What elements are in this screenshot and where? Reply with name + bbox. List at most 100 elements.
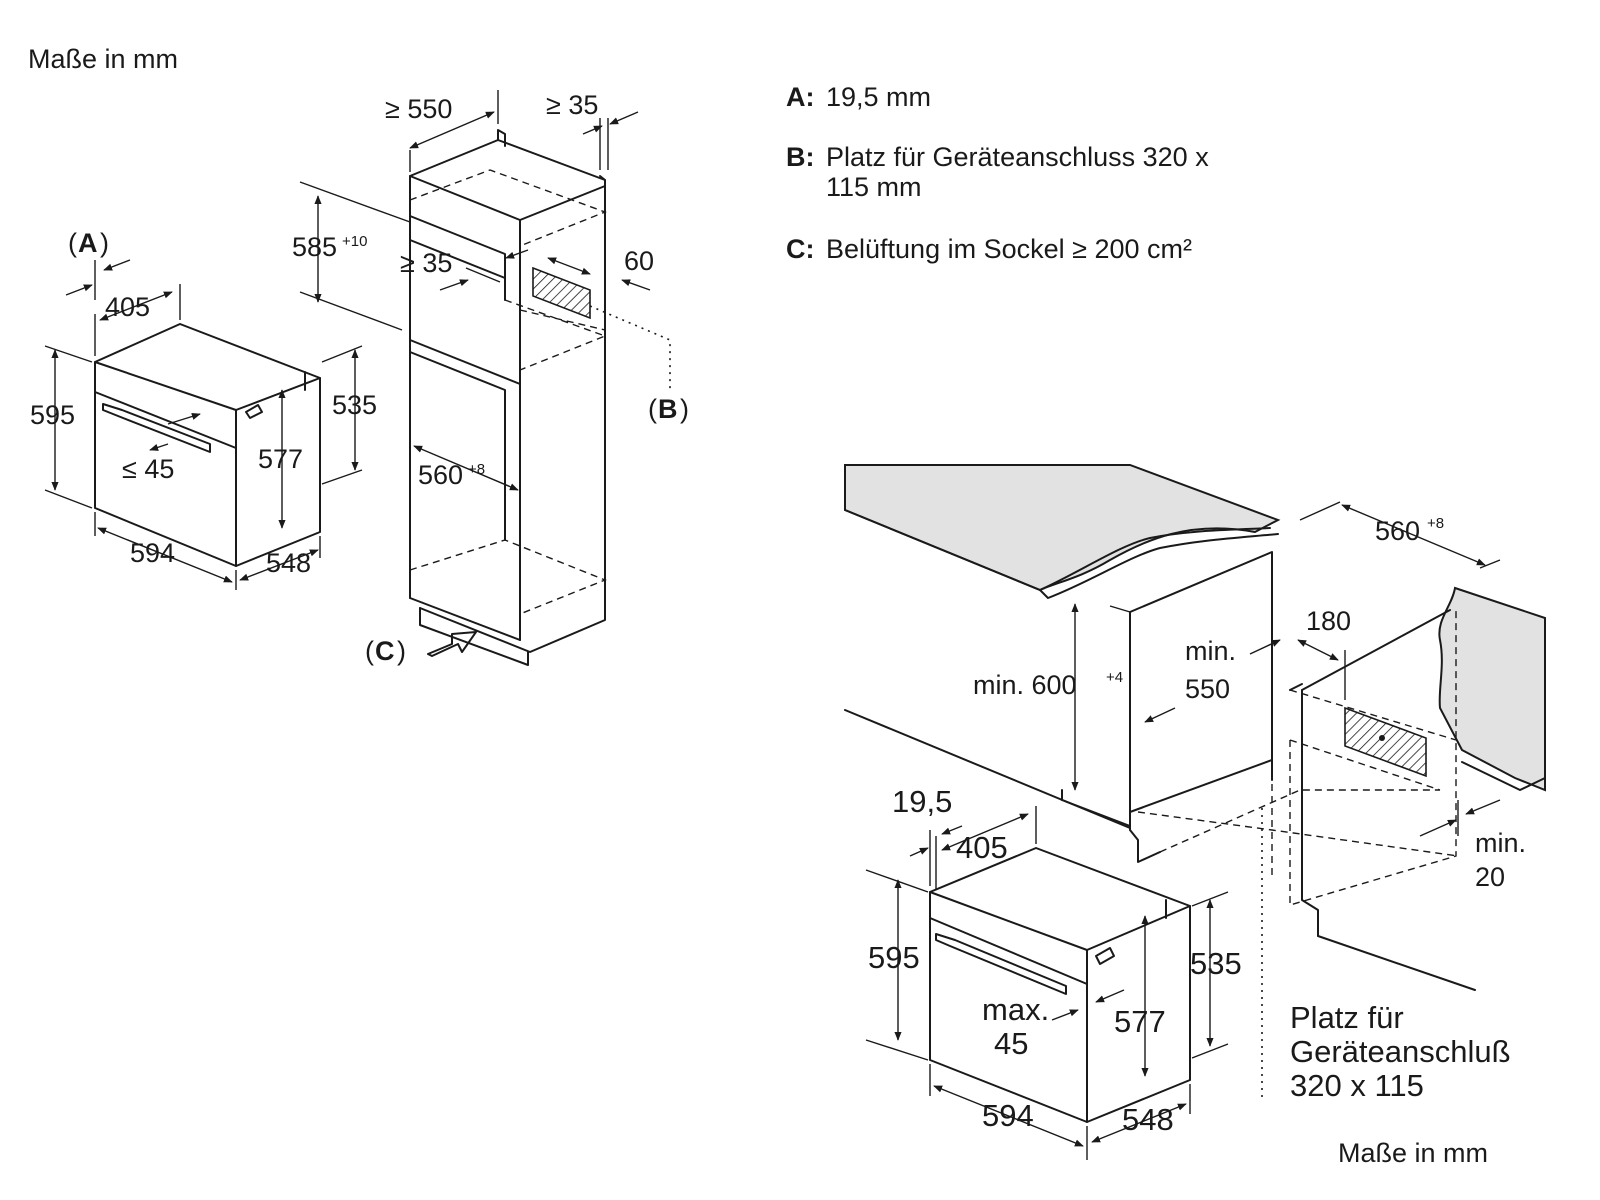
label-oven-handle-gap: ≤ 45	[122, 454, 174, 484]
legend-key-b: B:	[786, 142, 815, 172]
dim-u-niche-width	[1341, 504, 1486, 566]
oven-control-strip	[94, 391, 237, 449]
legend-key-a: A:	[786, 82, 815, 112]
label-oven-front-depth: 405	[105, 292, 150, 322]
label-niche-width: 560	[418, 460, 463, 490]
dim-oven2-offset-a	[909, 847, 929, 857]
label-shelf-gap: ≥ 35	[400, 248, 452, 278]
oven2-handle	[935, 933, 1067, 995]
oven-handle	[102, 403, 211, 453]
label-oven2-handle: max.	[982, 992, 1049, 1027]
b-leader	[589, 305, 671, 390]
label-oven2-front-depth: 405	[956, 830, 1008, 865]
cabinet-base	[409, 597, 529, 666]
dim-oven-width	[97, 527, 233, 583]
label-b-open: (	[648, 394, 657, 424]
dim-niche-width	[413, 445, 519, 491]
dim-a-arrow-right	[103, 259, 131, 271]
label-oven2-depth: 548	[1122, 1102, 1174, 1137]
oven-drawing-bottom: 595 577 535 max. 45 594 548 405 19,5	[865, 784, 1242, 1160]
dim-oven2-depth	[1091, 1103, 1187, 1143]
label-rear-min-value: 20	[1475, 862, 1505, 892]
label-c-close: )	[397, 636, 406, 666]
left-cabinet	[1129, 551, 1273, 863]
legend-text-c: Belüftung im Sockel ≥ 200 cm²	[826, 234, 1192, 264]
oven2-top-face	[929, 847, 1191, 951]
label-a: A	[78, 228, 98, 258]
label-c: C	[375, 636, 395, 666]
dim-side	[547, 257, 591, 275]
legend-text-b: Platz für Geräteanschluss 320 x	[826, 142, 1209, 172]
legend-text-b-line2: 115 mm	[826, 172, 922, 202]
connection-note-line2: Geräteanschluß	[1290, 1034, 1511, 1069]
label-oven2-front-offset: 19,5	[892, 784, 952, 819]
tall-cabinet-drawing: ( B ) ( C ) ≥ 550 ≥ 35 585 +10 ≥ 35 60 5…	[292, 90, 689, 666]
dim-rear-gap-a	[582, 125, 603, 135]
dim-handle-gap-arrow-a	[167, 412, 201, 425]
label-niche-width-tol: +8	[468, 461, 485, 478]
dim-cabinet-depth	[409, 111, 495, 149]
label-b: B	[658, 394, 678, 424]
dim-oven2-offset-b	[941, 825, 963, 835]
dim-rear-min-b	[1465, 799, 1501, 815]
connection-area-undercounter	[1344, 706, 1427, 778]
label-a-close: )	[100, 228, 109, 258]
label-rear-gap: ≥ 35	[546, 90, 598, 120]
dim-oven-depth	[239, 549, 319, 581]
label-c-open: (	[365, 636, 374, 666]
dim-shelf-gap-b	[505, 249, 529, 259]
cabinet-outline	[409, 139, 606, 653]
label-min-height: min. 600	[973, 670, 1077, 700]
label-oven2-height: 595	[868, 940, 920, 975]
ventilation-arrow	[427, 631, 477, 657]
label-oven-height: 595	[30, 400, 75, 430]
label-oven-inner-height: 577	[258, 444, 303, 474]
label-oven-depth: 548	[266, 548, 311, 578]
label-niche-height-tol: +10	[342, 233, 367, 250]
label-min-height-tol: +4	[1106, 669, 1123, 686]
units-label-top: Maße in mm	[28, 44, 178, 74]
label-oven2-handle-value: 45	[994, 1026, 1028, 1061]
dim-oven2-front-depth	[941, 813, 1029, 851]
dim-oven2-handle-b	[1051, 1009, 1079, 1021]
dim-oven2-width	[933, 1085, 1084, 1147]
dim-side-b	[621, 279, 651, 291]
connection-note-line3: 320 x 115	[1290, 1068, 1424, 1103]
label-b-close: )	[680, 394, 689, 424]
label-oven2-inner-height: 577	[1114, 1004, 1166, 1039]
connection-note-line1: Platz für	[1290, 1000, 1404, 1035]
connection-area-b	[532, 266, 591, 320]
oven-latch	[245, 404, 263, 419]
legend-text-a: 19,5 mm	[826, 82, 931, 112]
label-connection-offset: 180	[1306, 606, 1351, 636]
label-niche-height: 585	[292, 232, 337, 262]
label-rear-min: min.	[1475, 828, 1526, 858]
label-min-depth: min.	[1185, 636, 1236, 666]
label-oven2-width: 594	[982, 1098, 1034, 1133]
right-cabinet-side	[1301, 689, 1319, 937]
countertop-right	[1438, 586, 1546, 792]
label-cabinet-depth: ≥ 550	[385, 94, 452, 124]
cabinet-shelf	[409, 339, 521, 541]
units-label-bottom: Maße in mm	[1338, 1138, 1488, 1168]
label-oven-body-height: 535	[332, 390, 377, 420]
oven-top-face	[94, 323, 321, 411]
legend-key-c: C:	[786, 234, 815, 264]
label-side: 60	[624, 246, 654, 276]
dim-rear-gap-b	[609, 111, 639, 125]
countertop	[844, 464, 1281, 592]
label-u-niche-width-tol: +8	[1427, 515, 1444, 532]
dim-min-depth-b	[1144, 707, 1176, 723]
label-u-niche-width: 560	[1375, 516, 1420, 546]
dim-min-depth-a	[1249, 639, 1281, 655]
label-oven2-body-height: 535	[1190, 946, 1242, 981]
dim-rear-min-a	[1419, 819, 1457, 837]
dim-connection-offset	[1297, 639, 1339, 661]
oven-drawing-top: 595 577 535 ≤ 45 594 548 405 ( A )	[30, 228, 377, 590]
legend: A: 19,5 mm B: Platz für Geräteanschluss …	[786, 82, 1209, 264]
dim-handle-gap-arrow-b	[149, 443, 169, 451]
label-oven-width: 594	[130, 538, 175, 568]
dim-shelf-gap-a	[439, 279, 469, 291]
label-min-depth-value: 550	[1185, 674, 1230, 704]
